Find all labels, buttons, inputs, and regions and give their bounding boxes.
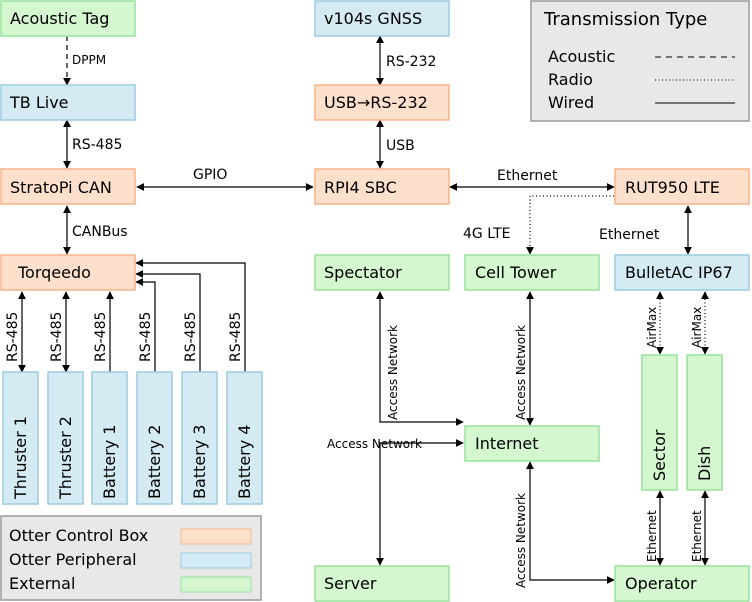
label-rs485-battery1: RS-485 [93, 312, 109, 362]
label-rs485-battery2: RS-485 [138, 312, 154, 362]
node-label: Battery 2 [145, 425, 164, 499]
label-dppm: DPPM [72, 53, 106, 67]
legend-node-categories: Otter Control Box Otter Peripheral Exter… [0, 515, 262, 601]
edge-rut950-celltower [526, 195, 614, 255]
node-acoustic-tag: Acoustic Tag [0, 0, 136, 37]
legend-external-label: External [9, 574, 75, 593]
node-dish: Dish [686, 354, 723, 491]
node-battery-3: Battery 3 [181, 371, 218, 505]
label-access-network-operator: Access Network [514, 493, 528, 588]
node-thruster-1: Thruster 1 [2, 371, 39, 505]
node-label: RUT950 LTE [625, 178, 720, 197]
node-label: StratoPi CAN [10, 178, 112, 197]
node-torqeedo: Torqeedo [0, 254, 136, 291]
node-label: Thruster 2 [56, 416, 75, 500]
node-label: Battery 1 [100, 425, 119, 499]
legend-acoustic-label: Acoustic [548, 47, 615, 66]
node-label: Acoustic Tag [10, 9, 109, 28]
node-thruster-2: Thruster 2 [47, 371, 84, 505]
label-access-network-h: Access Network [327, 437, 422, 451]
edge-battery3-torqeedo [135, 270, 201, 372]
node-cell-tower: Cell Tower [464, 254, 600, 291]
node-label: TB Live [9, 93, 69, 112]
node-label: USB→RS-232 [324, 93, 428, 112]
label-rs485-tblive: RS-485 [72, 137, 122, 153]
node-stratopi-can: StratoPi CAN [0, 168, 136, 205]
node-tb-live: TB Live [0, 84, 136, 121]
label-airmax-dish: AirMax [690, 307, 704, 348]
node-battery-2: Battery 2 [136, 371, 173, 505]
node-label: Battery 3 [190, 425, 209, 499]
label-airmax-sector: AirMax [645, 307, 659, 348]
node-sector: Sector [641, 354, 678, 491]
node-label: Cell Tower [475, 263, 557, 282]
node-label: Internet [475, 434, 539, 453]
label-access-network-celltower: Access Network [514, 325, 528, 420]
node-label: Dish [695, 446, 714, 481]
node-server: Server [314, 565, 450, 602]
node-v104s-gnss: v104s GNSS [314, 0, 450, 37]
label-rs485-thruster1: RS-485 [5, 312, 21, 362]
edge-internet-operator [526, 461, 615, 584]
edge-battery4-torqeedo [135, 259, 246, 372]
node-label: Sector [650, 429, 669, 481]
legend-radio-label: Radio [548, 70, 593, 89]
label-ethernet-dish: Ethernet [690, 510, 704, 562]
edge-labels: DPPM RS-485 CANBus GPIO RS-232 USB Ether… [5, 53, 704, 588]
label-rs485-thruster2: RS-485 [49, 312, 65, 362]
node-label: RPI4 SBC [324, 178, 397, 197]
node-label: Server [324, 574, 377, 593]
legend-transmission-title: Transmission Type [543, 9, 707, 30]
node-battery-1: Battery 1 [91, 371, 128, 505]
edge-battery2-torqeedo [135, 278, 156, 372]
node-battery-4: Battery 4 [226, 371, 263, 505]
node-rut950-lte: RUT950 LTE [614, 168, 750, 205]
label-rs485-battery4: RS-485 [228, 312, 244, 362]
legend-wired-label: Wired [548, 93, 594, 112]
node-label: Operator [625, 574, 697, 593]
label-4g-lte: 4G LTE [463, 226, 510, 242]
node-internet: Internet [464, 425, 600, 462]
label-ethernet-rut-bullet: Ethernet [599, 227, 660, 243]
node-operator: Operator [614, 565, 750, 602]
legend-control-box-swatch [180, 528, 252, 545]
legend-peripheral-swatch [180, 552, 252, 569]
node-bulletac: BulletAC IP67 [614, 254, 750, 291]
legend-control-box-label: Otter Control Box [9, 526, 148, 545]
node-rpi4-sbc: RPI4 SBC [314, 168, 450, 205]
label-canbus: CANBus [72, 224, 128, 240]
legend-peripheral-label: Otter Peripheral [9, 550, 137, 569]
node-label: Torqeedo [17, 263, 91, 282]
node-label: Thruster 1 [11, 416, 30, 500]
node-label: v104s GNSS [324, 9, 422, 28]
node-label: BulletAC IP67 [625, 263, 733, 282]
label-access-network-spectator: Access Network [386, 325, 400, 420]
label-ethernet-rpi-rut: Ethernet [497, 168, 558, 184]
label-gpio: GPIO [193, 167, 227, 183]
node-spectator: Spectator [314, 254, 450, 291]
edge-server-internet [376, 439, 464, 566]
label-usb: USB [386, 138, 415, 154]
node-label: Battery 4 [235, 425, 254, 499]
label-rs485-battery3: RS-485 [183, 312, 199, 362]
label-rs232: RS-232 [386, 54, 436, 70]
edge-spectator-internet [376, 291, 464, 426]
legend-external-swatch [180, 576, 252, 593]
label-ethernet-sector: Ethernet [645, 510, 659, 562]
node-label: Spectator [324, 263, 402, 282]
node-usb-rs232: USB→RS-232 [314, 84, 450, 121]
legend-transmission-type: Transmission Type Acoustic Radio Wired [530, 0, 750, 122]
edges [18, 35, 709, 584]
